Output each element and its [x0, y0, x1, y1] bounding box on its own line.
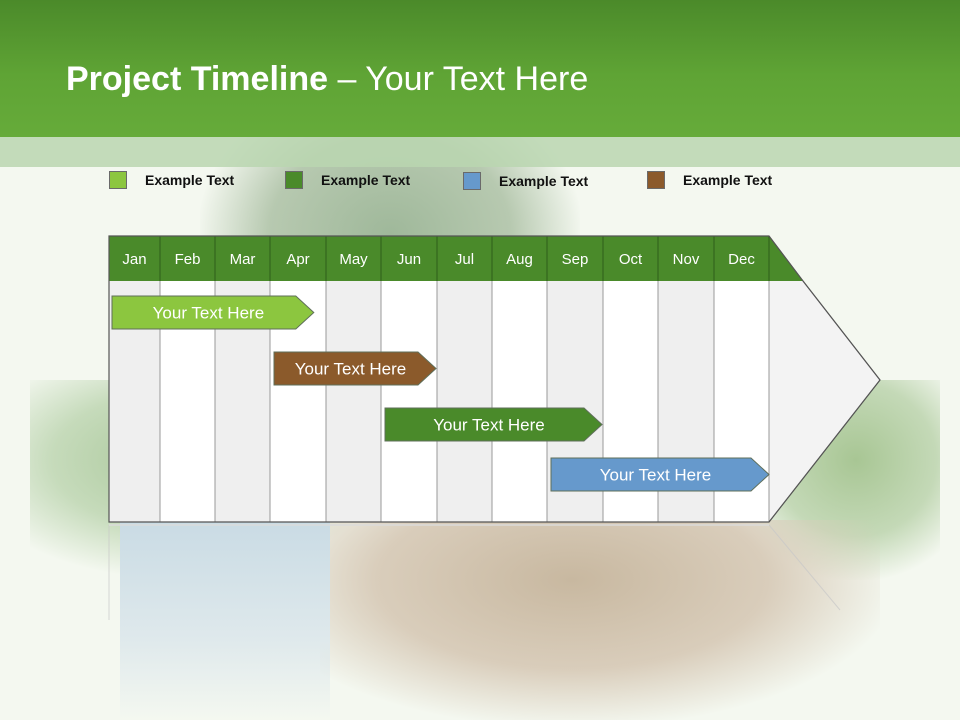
month-label: Jun — [397, 251, 421, 268]
month-label: Oct — [619, 251, 643, 268]
legend-swatch — [463, 172, 481, 190]
title-rest: – Your Text Here — [328, 60, 589, 98]
header-strip — [0, 137, 960, 167]
task-bar — [384, 407, 603, 442]
legend-item: Example Text — [285, 170, 410, 190]
reflection-edge — [109, 524, 769, 526]
legend-label: Example Text — [145, 172, 235, 188]
month-column — [437, 281, 492, 522]
month-header-band — [109, 236, 803, 281]
month-label: Mar — [230, 251, 256, 268]
month-label: Feb — [175, 251, 201, 268]
title-bold: Project Timeline — [66, 60, 329, 98]
task-bar-label: Your Text Here — [153, 304, 265, 323]
task-bar — [550, 457, 770, 492]
month-label: Apr — [286, 251, 309, 268]
legend-item: Example Text — [463, 171, 588, 191]
legend-item: Example Text — [109, 170, 234, 190]
task-bar-label: Your Text Here — [600, 466, 712, 485]
legend-label: Example Text — [683, 172, 773, 188]
title-banner: Project Timeline – Your Text Here — [0, 0, 960, 137]
task-bar-label: Your Text Here — [433, 416, 545, 435]
page-title: Project Timeline – Your Text Here — [66, 60, 588, 99]
task-bar-label: Your Text Here — [295, 360, 407, 379]
legend-swatch — [647, 171, 665, 189]
waterfall-image — [120, 520, 330, 720]
soil-image — [320, 520, 880, 720]
month-label: Jan — [122, 251, 146, 268]
legend-label: Example Text — [499, 173, 589, 189]
month-label: Sep — [562, 251, 589, 268]
month-label: Nov — [673, 251, 700, 268]
legend-item: Example Text — [647, 170, 772, 190]
month-label: Dec — [728, 251, 755, 268]
legend-swatch — [285, 171, 303, 189]
timeline-arrow-outline — [108, 235, 881, 523]
month-column — [326, 281, 381, 522]
month-label: Jul — [455, 251, 474, 268]
legend-swatch — [109, 171, 127, 189]
task-bar — [273, 351, 437, 386]
month-column — [492, 281, 547, 522]
month-label: Aug — [506, 251, 533, 268]
legend-label: Example Text — [321, 172, 411, 188]
month-label: May — [339, 251, 368, 268]
month-column — [381, 281, 437, 522]
task-bar — [111, 295, 315, 330]
reflection-line — [768, 524, 841, 611]
